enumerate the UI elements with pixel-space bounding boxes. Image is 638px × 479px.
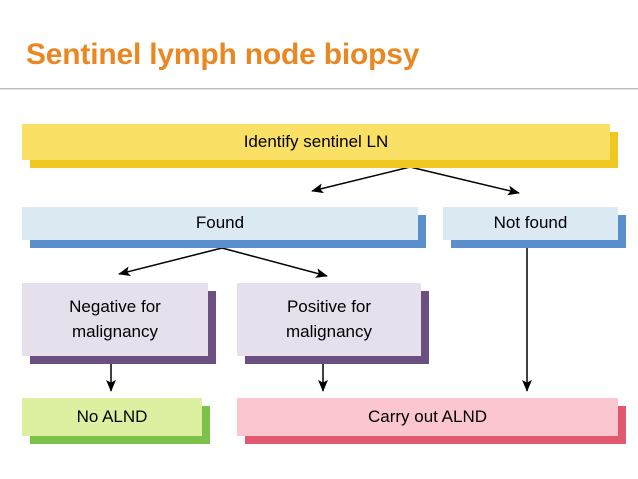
title-divider: [0, 88, 638, 90]
node-negative-for-malignancy[interactable]: Negative for malignancy: [22, 283, 208, 356]
node-no-alnd[interactable]: No ALND: [22, 398, 202, 436]
edge-found-to-positive: [221, 247, 328, 278]
node-carry-out-alnd[interactable]: Carry out ALND: [237, 398, 618, 436]
node-identify-sentinel-ln[interactable]: Identify sentinel LN: [22, 124, 610, 160]
node-found[interactable]: Found: [22, 207, 418, 240]
node-label-found: Found: [195, 213, 245, 233]
node-label-not-found: Not found: [493, 213, 568, 233]
node-label-no-alnd: No ALND: [76, 406, 148, 426]
node-label-identify-sentinel-ln: Identify sentinel LN: [243, 131, 389, 151]
node-label-positive-for-malignancy: Positive for malignancy: [286, 296, 372, 341]
edge-identify-to-found: [311, 166, 411, 194]
edge-identify-to-not-found: [409, 166, 520, 196]
node-label-negative-for-malignancy: Negative for malignancy: [69, 296, 161, 341]
edge-found-to-negative: [118, 247, 223, 277]
page-title: Sentinel lymph node biopsy: [26, 38, 420, 71]
node-label-carry-out-alnd: Carry out ALND: [367, 406, 488, 426]
node-not-found[interactable]: Not found: [443, 207, 618, 240]
node-positive-for-malignancy[interactable]: Positive for malignancy: [237, 283, 421, 356]
